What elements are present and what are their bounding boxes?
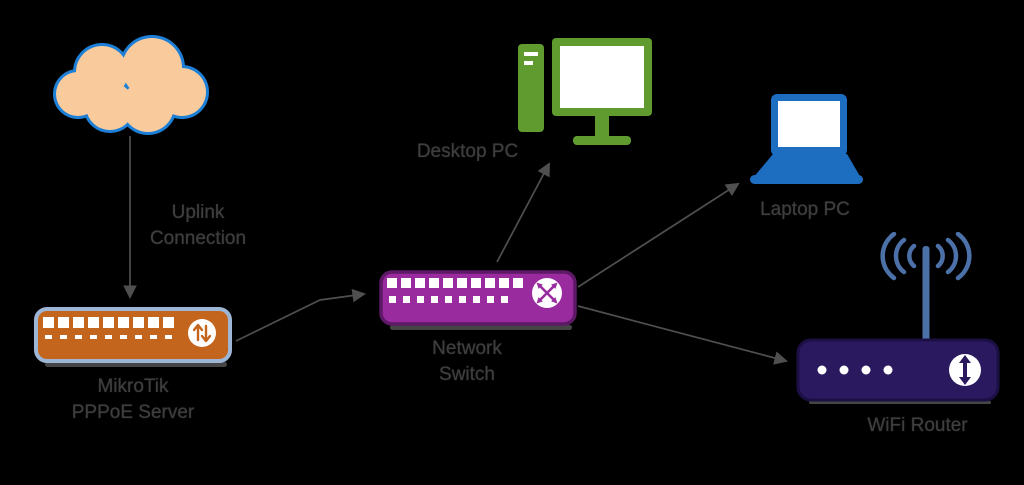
mikrotik-route-icon — [188, 319, 216, 347]
laptop-screen — [778, 101, 840, 147]
switch-crossed-arrows — [536, 282, 558, 304]
uplink-connection-label: Uplink Connection — [130, 200, 266, 251]
mikrotik-ports — [43, 317, 174, 339]
wifi-signal-arcs — [880, 232, 972, 281]
uplink-label-line2: Connection — [149, 227, 247, 249]
internet-cloud-icon — [53, 35, 209, 135]
mikrotik-updown-arrows-icon — [192, 323, 212, 343]
mikrotik-label: MikroTik PPPoE Server — [33, 374, 233, 425]
desktop-pc-label: Desktop PC — [400, 139, 535, 165]
desktop-pc-icon — [518, 38, 652, 145]
wifi-router-icon — [796, 232, 1000, 404]
switch-shadow — [390, 325, 572, 330]
desktop-label-text: Desktop PC — [416, 141, 519, 162]
wifi-label-text: WiFi Router — [867, 415, 968, 436]
laptop-label-text: Laptop PC — [760, 199, 850, 220]
wifi-shadow — [809, 401, 991, 404]
desktop-tower-slot2 — [524, 61, 533, 65]
wifi-updown-arrow — [959, 355, 971, 385]
connector-switch-to-wifi — [577, 305, 788, 365]
switch-label-line2: Switch — [439, 363, 495, 385]
wifi-antenna — [922, 246, 930, 344]
laptop-pc-label: Laptop PC — [745, 197, 865, 223]
mikrotik-body — [34, 307, 232, 363]
laptop-base-bar — [750, 175, 863, 184]
mikrotik-shadow — [45, 362, 227, 367]
desktop-tower — [518, 44, 544, 132]
desktop-monitor-screen — [560, 46, 644, 108]
laptop-pc-icon — [750, 94, 863, 184]
connector-switch-to-desktop — [496, 162, 550, 263]
switch-label-line1: Network — [432, 338, 502, 359]
connector-switch-to-laptop — [577, 182, 740, 288]
cloud-fill — [56, 38, 206, 132]
network-switch-icon — [379, 270, 577, 330]
mikrotik-label-line1: MikroTik — [97, 376, 169, 397]
desktop-tower-slot — [524, 52, 538, 56]
mikrotik-router-icon — [34, 307, 232, 367]
connector-mikrotik-to-switch — [235, 288, 367, 342]
network-switch-label: Network Switch — [392, 336, 542, 387]
wifi-router-label: WiFi Router — [830, 413, 1005, 439]
switch-ports — [387, 278, 523, 303]
laptop-base — [753, 154, 861, 178]
wifi-indicator-dots — [817, 365, 893, 375]
mikrotik-label-line2: PPPoE Server — [71, 401, 195, 423]
uplink-label-line1: Uplink — [171, 202, 225, 223]
desktop-monitor-base — [573, 136, 631, 145]
wifi-body — [796, 338, 1000, 402]
desktop-monitor-stand — [595, 116, 609, 136]
